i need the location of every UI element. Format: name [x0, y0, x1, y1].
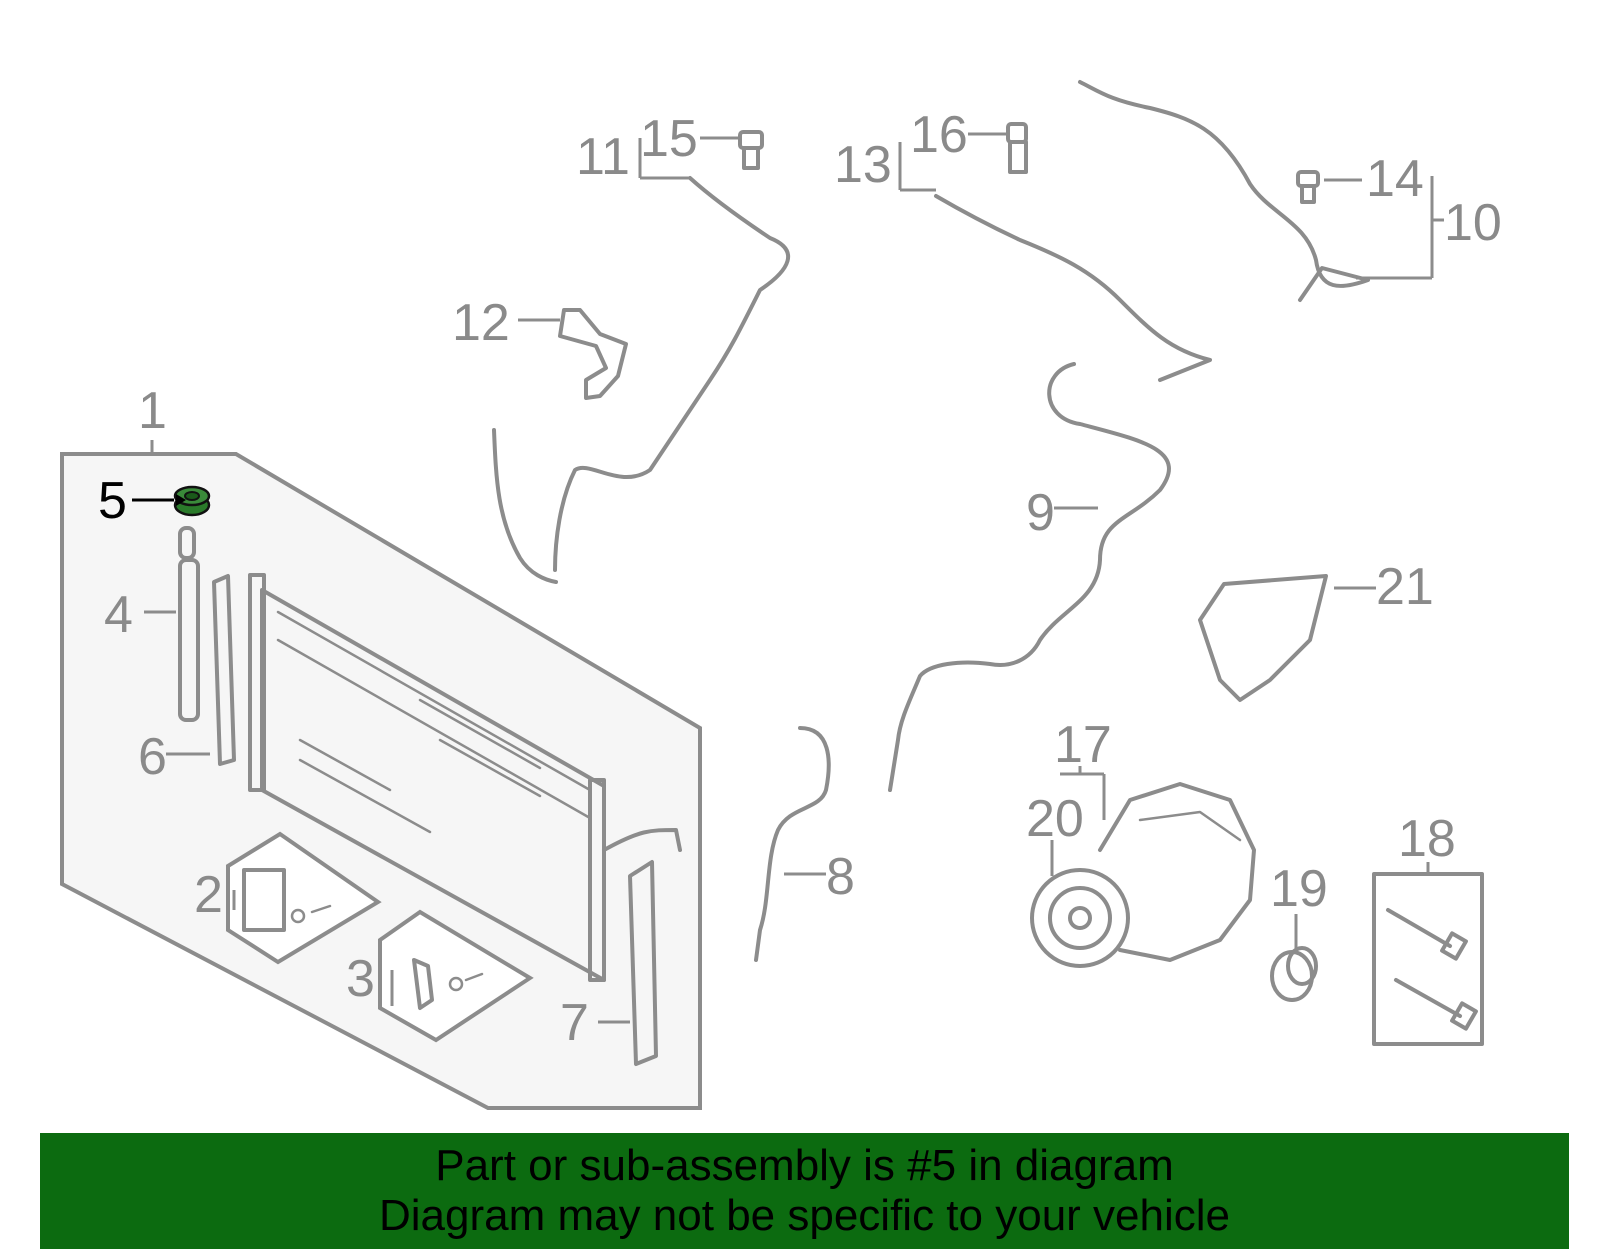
fitting-15 [738, 130, 764, 170]
callout-9: 9 [1026, 484, 1055, 542]
line-10 [1078, 80, 1370, 302]
banner-line-1: Part or sub-assembly is #5 in diagram [435, 1141, 1174, 1190]
callout-19: 19 [1270, 860, 1328, 918]
info-banner: Part or sub-assembly is #5 in diagram Di… [40, 1133, 1569, 1249]
line-9 [888, 362, 1171, 792]
receiver-drier [178, 526, 200, 722]
callout-1: 1 [138, 382, 167, 440]
condenser [248, 573, 682, 982]
bolt-box-18 [1372, 872, 1484, 1046]
bracket-kit-2 [226, 831, 382, 965]
callout-7: 7 [560, 994, 589, 1052]
side-strip-7 [628, 860, 658, 1066]
banner-line-2: Diagram may not be specific to your vehi… [378, 1191, 1231, 1240]
compressor [1030, 782, 1256, 968]
callout-12: 12 [452, 294, 510, 352]
callout-17: 17 [1054, 716, 1112, 774]
callout-10: 10 [1444, 194, 1502, 252]
bracket-kit-3 [378, 909, 534, 1043]
callout-15: 15 [640, 110, 698, 168]
callout-6: 6 [138, 728, 167, 786]
callout-20: 20 [1026, 790, 1084, 848]
callout-5: 5 [98, 472, 127, 530]
bolts-18 [1386, 908, 1478, 1031]
bracket-12 [558, 308, 628, 400]
callout-14: 14 [1366, 150, 1424, 208]
callout-2: 2 [194, 866, 223, 924]
callout-4: 4 [104, 586, 133, 644]
bracket-21 [1198, 574, 1328, 702]
line-11-branch [492, 428, 558, 584]
callout-21: 21 [1376, 558, 1434, 616]
sensor-16 [1006, 122, 1028, 174]
callout-11: 11 [576, 128, 630, 186]
fitting-14 [1296, 170, 1320, 204]
hose-8 [754, 726, 831, 962]
line-11 [553, 176, 791, 572]
callout-16: 16 [910, 106, 968, 164]
line-13 [934, 194, 1212, 382]
callout-3: 3 [346, 950, 375, 1008]
callout-8: 8 [826, 848, 855, 906]
leaders [132, 132, 1444, 1024]
clutch-ring-19 [1270, 946, 1318, 1002]
callout-13: 13 [834, 136, 892, 194]
callout-18: 18 [1398, 810, 1456, 868]
seal-strip-6 [212, 574, 236, 766]
